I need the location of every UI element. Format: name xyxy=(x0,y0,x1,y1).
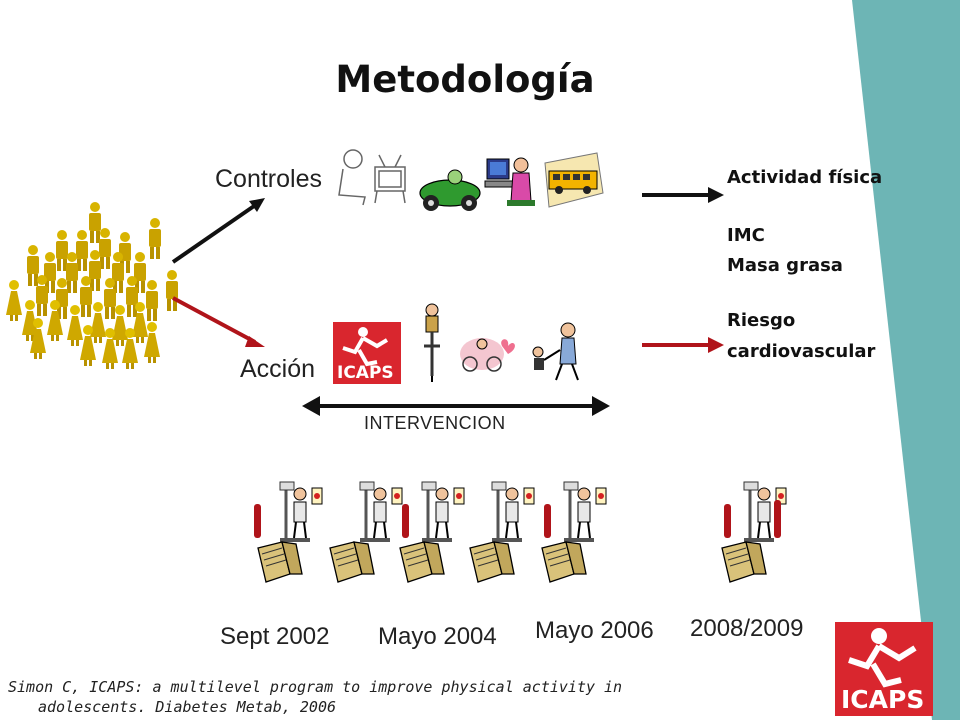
outcome-bmi: IMC xyxy=(727,225,765,246)
icaps-logo-large-text: ICAPS xyxy=(841,685,925,714)
active-lifestyle-clipart xyxy=(424,303,579,382)
intervention-double-arrow xyxy=(302,396,610,416)
action-group-label: Acción xyxy=(240,355,316,383)
icaps-figure-icon xyxy=(342,327,389,367)
outcome-risk-line1: Riesgo xyxy=(727,310,796,331)
icaps-logo: ICAPS xyxy=(333,322,401,384)
population-crowd-illustration xyxy=(6,202,178,369)
branch-arrows xyxy=(171,198,265,347)
measurement-timeline-clipart xyxy=(254,480,788,583)
citation-line1: Simon C, ICAPS: a multilevel program to … xyxy=(8,678,623,696)
date-sept-2002: Sept 2002 xyxy=(220,623,330,650)
outcome-fat-mass: Masa grasa xyxy=(727,255,843,276)
citation-line2: adolescents. Diabetes Metab, 2006 xyxy=(38,698,337,716)
controls-group-label: Controles xyxy=(215,165,322,193)
citation: Simon C, ICAPS: a multilevel program to … xyxy=(8,677,622,717)
icaps-logo-text: ICAPS xyxy=(337,363,394,383)
slide-title: Metodología xyxy=(335,58,595,101)
outcome-risk-line2: cardiovascular xyxy=(727,341,876,362)
intervention-label: INTERVENCION xyxy=(364,413,506,433)
date-mayo-2006: Mayo 2006 xyxy=(535,617,654,644)
date-2008-2009: 2008/2009 xyxy=(690,615,804,642)
icaps-logo-large: ICAPS xyxy=(835,622,933,716)
outcome-arrows xyxy=(642,187,724,353)
icaps-figure-large-icon xyxy=(848,628,917,688)
outcome-physical-activity: Actividad física xyxy=(727,167,883,188)
sedentary-activities-clipart xyxy=(338,149,604,211)
date-mayo-2004: Mayo 2004 xyxy=(378,623,497,650)
